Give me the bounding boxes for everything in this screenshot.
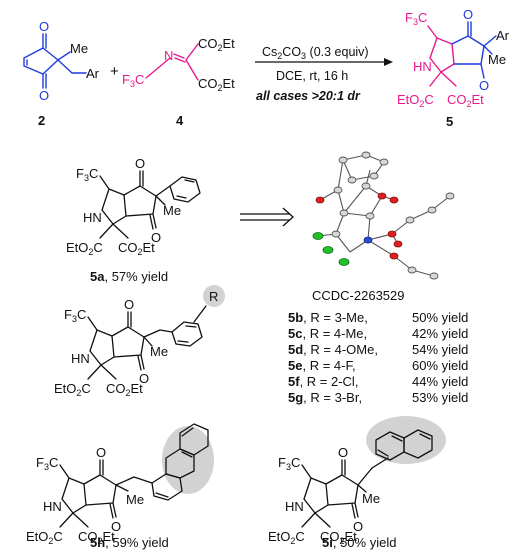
svg-text:Me: Me xyxy=(362,491,380,506)
crystal-structure-ortep: CCDC-2263529 xyxy=(312,151,455,303)
svg-text:HN: HN xyxy=(83,210,102,225)
entry-5c: 5c, R = 4-Me,42% yield xyxy=(288,326,468,341)
compound-5a-caption: 5a, 57% yield xyxy=(90,269,168,284)
svg-text:O: O xyxy=(139,371,149,386)
product-5-o-bottom: O xyxy=(479,78,489,93)
compound-4-co2et-top: CO2Et xyxy=(198,36,235,53)
svg-text:CO2Et: CO2Et xyxy=(78,529,115,546)
implies-arrow xyxy=(240,207,294,227)
svg-text:F3C: F3C xyxy=(76,166,98,183)
svg-text:O: O xyxy=(111,519,121,534)
entry-5g: 5g, R = 3-Br,53% yield xyxy=(288,390,468,405)
naphthyl-highlight-5i xyxy=(366,416,446,464)
svg-text:Me: Me xyxy=(150,344,168,359)
compound-4-structure: F3C N CO2Et CO2Et 4 xyxy=(122,36,235,128)
compound-5b-5g-structure: F3C HN O O Me R EtO2C CO2Et xyxy=(54,285,225,398)
svg-text:F3C: F3C xyxy=(36,455,58,472)
compound-5i-caption: 5i, 50% yield xyxy=(322,535,396,550)
product-5-ar: Ar xyxy=(496,28,510,43)
compound-2-label: 2 xyxy=(38,113,45,128)
r-label: R xyxy=(209,289,218,304)
compound-4-n: N xyxy=(164,48,173,63)
arrow-head xyxy=(384,58,393,66)
svg-text:HN: HN xyxy=(285,499,304,514)
svg-text:EtO2C: EtO2C xyxy=(268,529,305,546)
compound-5h-caption: 5h, 59% yield xyxy=(90,535,169,550)
compound-2-me: Me xyxy=(70,41,88,56)
svg-text:O: O xyxy=(135,156,145,171)
plus-sign: + xyxy=(110,63,119,80)
product-5-me: Me xyxy=(488,52,506,67)
reaction-arrow-group: Cs2CO3 (0.3 equiv) DCE, rt, 16 h all cas… xyxy=(255,45,393,103)
compound-2-ar: Ar xyxy=(86,66,100,81)
compound-4-label: 4 xyxy=(176,113,184,128)
entry-5d: 5d, R = 4-OMe,54% yield xyxy=(288,342,468,357)
compound-5h-structure: F3C HN O O Me EtO2C CO2Et xyxy=(26,423,214,546)
product-5-eto2c: EtO2C xyxy=(397,92,434,109)
product-5-hn: HN xyxy=(413,59,432,74)
svg-text:O: O xyxy=(338,445,348,460)
svg-text:F3C: F3C xyxy=(278,455,300,472)
compound-4-co2et-bottom: CO2Et xyxy=(198,76,235,93)
compound-2-structure: O O Me Ar 2 xyxy=(23,19,100,128)
svg-text:Me: Me xyxy=(163,203,181,218)
svg-text:CO2Et: CO2Et xyxy=(320,529,357,546)
compound-2-o-top: O xyxy=(39,19,49,34)
product-5-f3c: F3C xyxy=(405,10,427,27)
ccdc-number: CCDC-2263529 xyxy=(312,288,405,303)
product-5-o-top: O xyxy=(463,7,473,22)
svg-text:HN: HN xyxy=(43,499,62,514)
r-substituent-highlight xyxy=(203,285,225,307)
svg-text:O: O xyxy=(151,230,161,245)
product-5-label: 5 xyxy=(446,114,453,129)
svg-text:F3C: F3C xyxy=(64,307,86,324)
compound-5i-structure: F3C HN O O Me EtO2C CO2Et xyxy=(268,416,446,546)
svg-text:O: O xyxy=(353,519,363,534)
entry-5f: 5f, R = 2-Cl,44% yield xyxy=(288,374,468,389)
compound-2-o-bottom: O xyxy=(39,88,49,103)
entry-5e: 5e, R = 4-F,60% yield xyxy=(288,358,468,373)
svg-text:O: O xyxy=(96,445,106,460)
svg-text:CO2Et: CO2Et xyxy=(106,381,143,398)
product-5-structure: F3C HN O O Ar Me EtO2C CO2Et 5 xyxy=(397,7,510,129)
conditions-text: DCE, rt, 16 h xyxy=(276,69,348,83)
svg-text:Me: Me xyxy=(126,492,144,507)
svg-text:O: O xyxy=(124,297,134,312)
compound-4-f3c: F3C xyxy=(122,72,144,89)
aryl-yield-list: 5b, R = 3-Me,50% yield 5c, R = 4-Me,42% … xyxy=(288,310,468,405)
svg-text:EtO2C: EtO2C xyxy=(66,240,103,257)
product-5-co2et: CO2Et xyxy=(447,92,484,109)
naphthyl-highlight-5h xyxy=(162,426,214,494)
svg-text:EtO2C: EtO2C xyxy=(26,529,63,546)
svg-text:CO2Et: CO2Et xyxy=(118,240,155,257)
selectivity-text: all cases >20:1 dr xyxy=(256,89,361,103)
compound-5a-structure: F3C HN O O Me EtO2C CO2Et xyxy=(66,156,201,257)
reagent-text: Cs2CO3 (0.3 equiv) xyxy=(262,45,369,61)
svg-text:HN: HN xyxy=(71,351,90,366)
svg-text:EtO2C: EtO2C xyxy=(54,381,91,398)
entry-5b: 5b, R = 3-Me,50% yield xyxy=(288,310,468,325)
